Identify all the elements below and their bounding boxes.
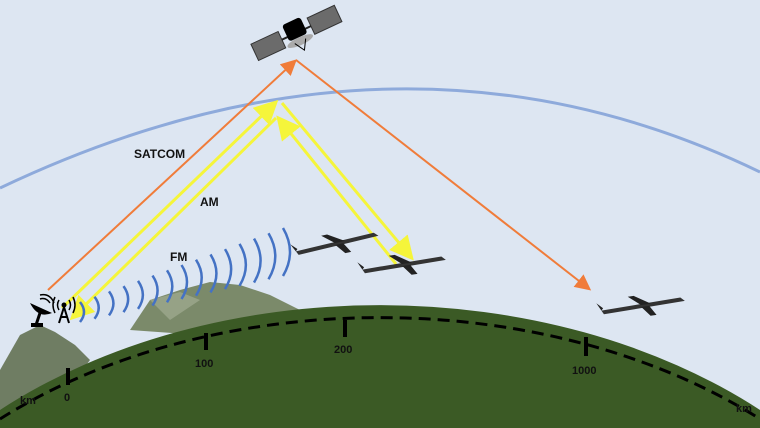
atmosphere-arc (0, 87, 760, 190)
fm-wave-arc (78, 301, 86, 323)
fm-wave-arc (93, 295, 100, 320)
am-downlink (280, 102, 414, 261)
tick-label-1000: 1000 (572, 365, 596, 377)
fm-wave-arc (180, 264, 189, 300)
fm-wave-arc (281, 227, 292, 277)
distance-scale-line (0, 316, 760, 421)
fm-wave-arc (136, 280, 145, 310)
drone-icon-2 (357, 254, 446, 275)
fm-wave-arc (209, 253, 218, 294)
am-upreturn (276, 115, 398, 265)
fm-wave-arc (122, 285, 130, 313)
fm-wave-arc (252, 237, 262, 284)
unit-label-right: km (736, 403, 752, 415)
satcom-label: SATCOM (134, 147, 185, 161)
am-label: AM (200, 195, 219, 209)
fm-wave-arc (151, 274, 159, 307)
radio-tower-icon (52, 296, 76, 324)
tick-label-0: 0 (64, 392, 70, 404)
drone-icon-3 (596, 295, 685, 316)
satellite-icon (250, 4, 343, 62)
satcom-downlink (295, 59, 592, 291)
tick-label-100: 100 (195, 358, 213, 370)
am-links (60, 99, 414, 321)
scale-ticks (66, 320, 588, 385)
unit-label-left: km (20, 395, 36, 407)
drone-icon-1 (290, 232, 379, 255)
mountain-highlight (150, 292, 200, 320)
fm-label: FM (170, 250, 187, 264)
fm-wave-arc (267, 232, 277, 280)
fm-wave-arc (238, 243, 248, 287)
am-return (69, 116, 278, 321)
fm-wave-arc (223, 248, 233, 290)
am-uplink (60, 99, 279, 310)
fm-wave-arc (107, 290, 115, 317)
fm-wave-arc (165, 269, 174, 303)
earth (0, 305, 760, 428)
fm-waves (78, 227, 292, 323)
tick-label-200: 200 (334, 344, 352, 356)
fm-wave-arc (194, 259, 203, 297)
